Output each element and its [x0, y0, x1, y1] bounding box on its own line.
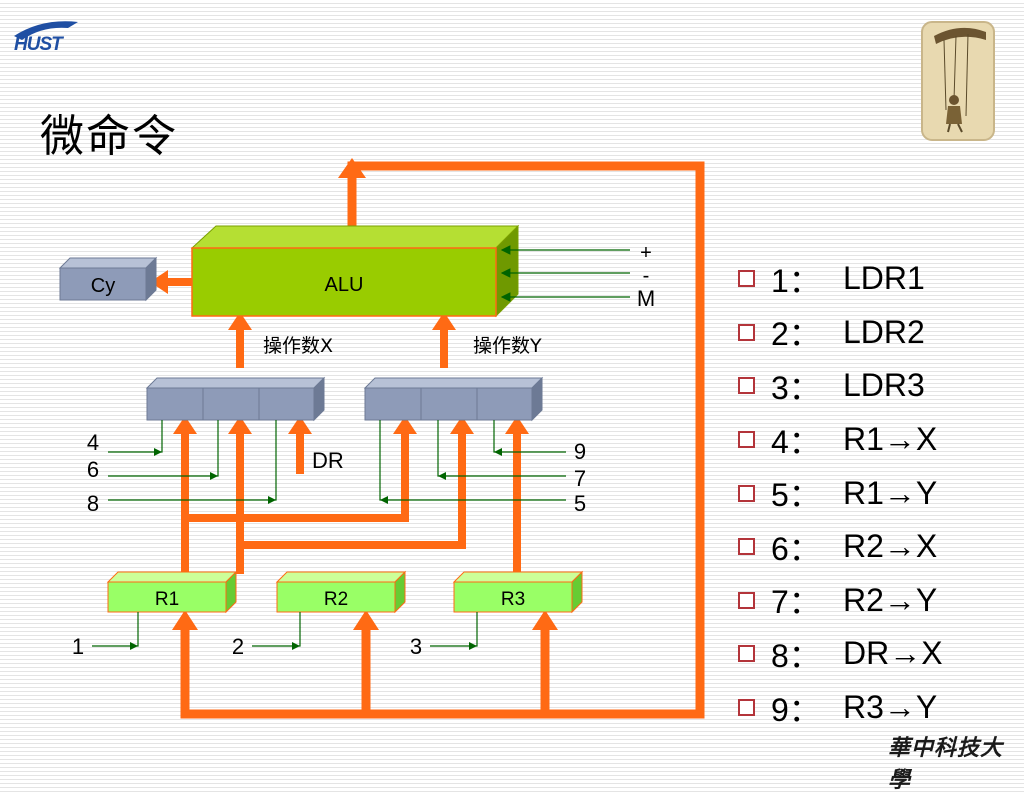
- signal-2: 2: [232, 634, 244, 659]
- bus-arrowheads: [172, 158, 558, 630]
- signal-3: 3: [410, 634, 422, 659]
- bullet-icon: [738, 270, 755, 288]
- alu-input-plus: +: [640, 242, 652, 264]
- load-arrowheads: [130, 642, 477, 650]
- list-item: 6：R2→X: [738, 520, 943, 574]
- register-r3: R3: [452, 570, 584, 614]
- alu-input-m: M: [637, 286, 655, 311]
- alu-label: ALU: [325, 274, 364, 296]
- internal-arrowheads: [150, 270, 529, 434]
- signal-4: 4: [87, 430, 99, 455]
- x-input-latch: [145, 376, 326, 422]
- r1-label: R1: [155, 589, 179, 610]
- bullet-icon: [738, 591, 755, 609]
- bullet-icon: [738, 645, 755, 663]
- alu-control-lines: [500, 245, 630, 302]
- list-item: 9：R3→Y: [738, 681, 943, 735]
- signal-1: 1: [72, 634, 84, 659]
- puppet-illustration: [921, 21, 995, 141]
- y-input-latch: [363, 376, 544, 422]
- x-control-arrowheads: [154, 448, 276, 504]
- list-item: 5：R1→Y: [738, 466, 943, 520]
- internal-bus: [164, 278, 521, 574]
- cy-block: Cy: [58, 256, 158, 302]
- list-item: 8：DR→X: [738, 627, 943, 681]
- university-brand: 華中科技大學: [888, 735, 1004, 793]
- cy-label: Cy: [91, 275, 115, 297]
- bullet-icon: [738, 431, 755, 449]
- micro-command-list: 1：LDR1 2：LDR2 3：LDR3 4：R1→X 5：R1→Y 6：R2→…: [738, 252, 943, 734]
- datapath-diagram: ALU Cy + - M 操作数X 操作数Y: [58, 158, 705, 719]
- bullet-icon: [738, 538, 755, 556]
- bullet-icon: [738, 323, 755, 341]
- register-r1: R1: [106, 570, 238, 614]
- signal-6: 6: [87, 457, 99, 482]
- signal-7: 7: [574, 466, 586, 491]
- output-bus: [180, 161, 705, 719]
- list-item: 3：LDR3: [738, 359, 943, 413]
- svg-text:HUST: HUST: [14, 34, 64, 54]
- list-item: 1：LDR1: [738, 252, 943, 306]
- bullet-icon: [738, 377, 755, 395]
- signal-8: 8: [87, 491, 99, 516]
- operand-y-label: 操作数Y: [473, 335, 542, 357]
- operand-x-label: 操作数X: [263, 335, 333, 357]
- list-item: 7：R2→Y: [738, 574, 943, 628]
- y-control-arrowheads: [380, 448, 502, 504]
- list-item: 2：LDR2: [738, 306, 943, 360]
- alu-input-minus: -: [643, 265, 650, 287]
- alu-block: ALU: [190, 224, 520, 318]
- page-title: 微命令: [40, 111, 178, 162]
- register-r2: R2: [275, 570, 407, 614]
- bullet-icon: [738, 699, 755, 717]
- dr-label: DR: [312, 448, 344, 473]
- r2-label: R2: [324, 589, 348, 610]
- signal-9: 9: [574, 439, 586, 464]
- slide: HUST 微命令: [14, 21, 1002, 793]
- signal-5: 5: [574, 491, 586, 516]
- list-item: 4：R1→X: [738, 413, 943, 467]
- hust-logo: HUST: [14, 21, 78, 54]
- bullet-icon: [738, 484, 755, 502]
- r3-label: R3: [501, 589, 525, 610]
